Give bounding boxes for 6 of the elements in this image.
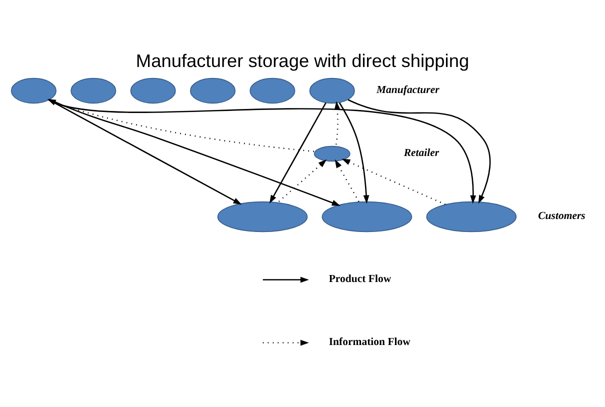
label: Manufacturer [376, 84, 440, 96]
legend-label: Information Flow [328, 336, 410, 348]
label: Customers [538, 210, 586, 222]
diagram-title: Manufacturer storage with direct shipping [136, 50, 470, 72]
legend-label: Product Flow [328, 272, 392, 285]
label: Retailer [404, 146, 440, 159]
